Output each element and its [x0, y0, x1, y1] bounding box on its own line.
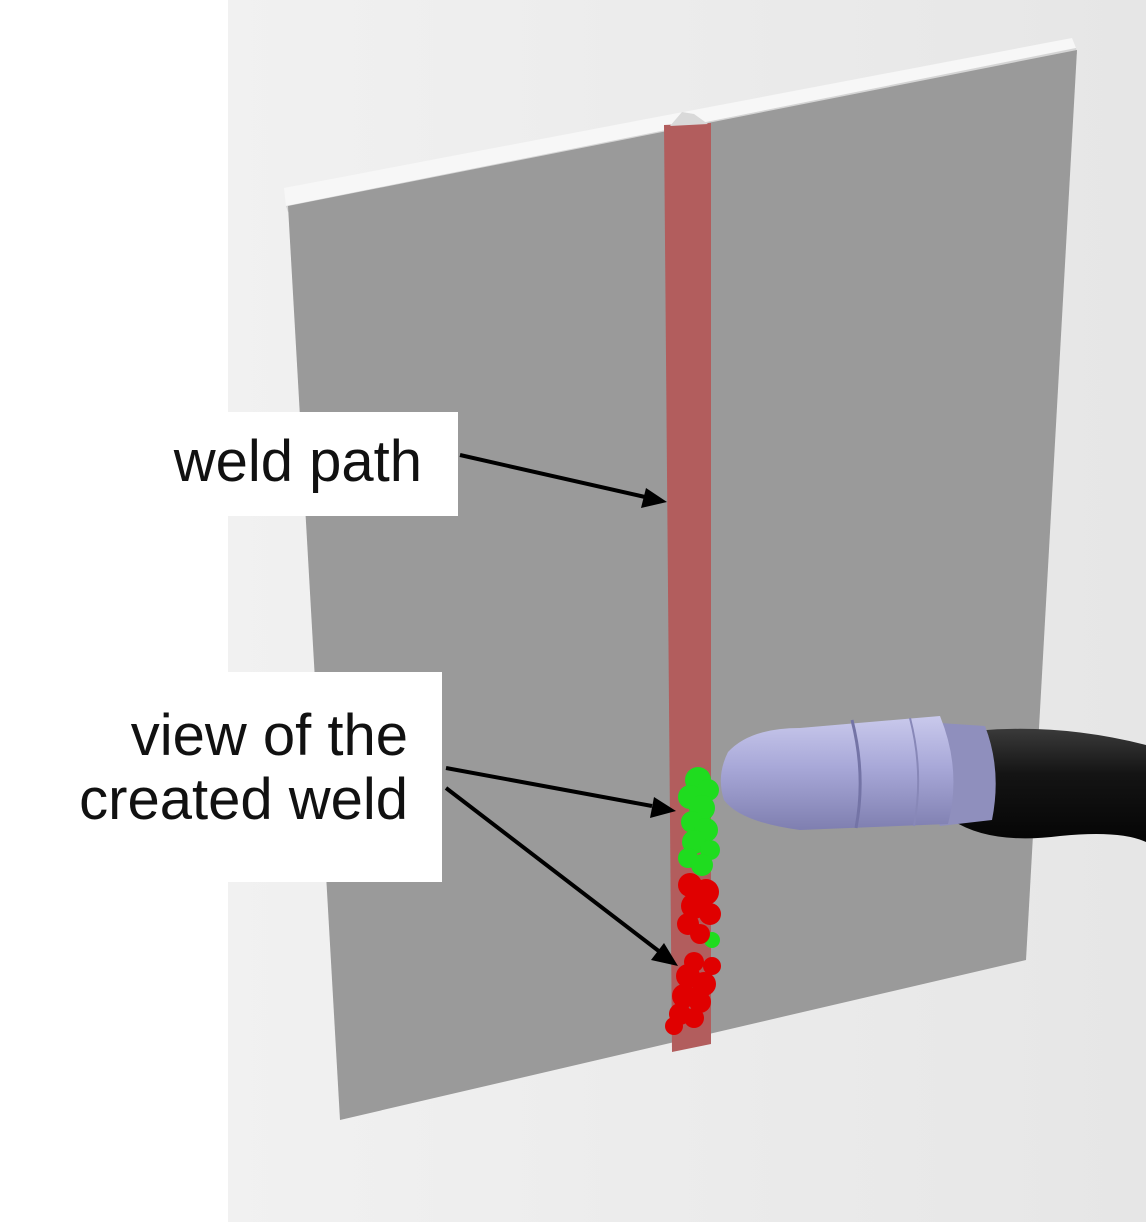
weld-path-top-notch — [670, 112, 708, 126]
created-weld-label-line1: view of the — [130, 703, 408, 768]
arrow-created-weld-red — [444, 786, 678, 966]
created-weld-label: view of the created weld — [0, 672, 442, 882]
weld-bead-red — [665, 873, 721, 1035]
torch-nozzle — [720, 716, 954, 830]
arrow-weld-path — [459, 453, 667, 508]
torch-nozzle-seam — [850, 719, 862, 829]
torch-nozzle-seam-2 — [909, 717, 920, 827]
weld-bead-green — [678, 767, 720, 948]
weld-path-label-text: weld path — [173, 429, 422, 494]
created-weld-label-line2: created weld — [79, 767, 408, 832]
weld-path-label: weld path — [108, 412, 458, 516]
arrow-created-weld-green — [445, 766, 676, 818]
